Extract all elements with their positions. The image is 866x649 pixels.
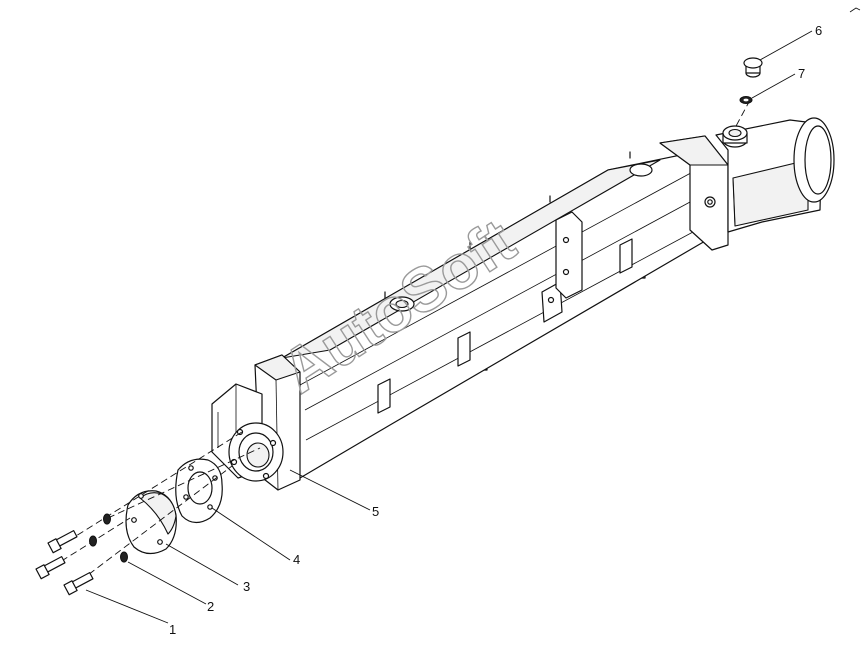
top-port-right bbox=[629, 163, 653, 177]
callout-2: 2 bbox=[207, 599, 214, 614]
corner-mark bbox=[849, 7, 861, 13]
sealing-ring bbox=[739, 96, 753, 104]
callout-labels: 1 2 3 4 5 6 7 bbox=[169, 23, 822, 637]
bolts bbox=[35, 530, 94, 596]
callout-4: 4 bbox=[293, 552, 300, 567]
housing-top-face bbox=[281, 159, 661, 359]
top-studs bbox=[384, 151, 631, 299]
drain-plug bbox=[743, 57, 763, 78]
callout-3: 3 bbox=[243, 579, 250, 594]
leader-lines bbox=[85, 30, 813, 624]
plug-boss bbox=[722, 125, 748, 148]
callout-6: 6 bbox=[815, 23, 822, 38]
left-port bbox=[228, 422, 284, 482]
bolt-bottom bbox=[63, 572, 94, 596]
callout-7: 7 bbox=[798, 66, 805, 81]
manifold-housing bbox=[211, 117, 835, 491]
mounting-lugs bbox=[377, 211, 633, 414]
lock-washers bbox=[89, 513, 128, 563]
bolt-top bbox=[47, 530, 78, 554]
cover-plate bbox=[125, 490, 177, 555]
callout-5: 5 bbox=[372, 504, 379, 519]
callout-1: 1 bbox=[169, 622, 176, 637]
bolt-middle bbox=[35, 556, 66, 580]
right-outlet-duct bbox=[715, 117, 835, 233]
